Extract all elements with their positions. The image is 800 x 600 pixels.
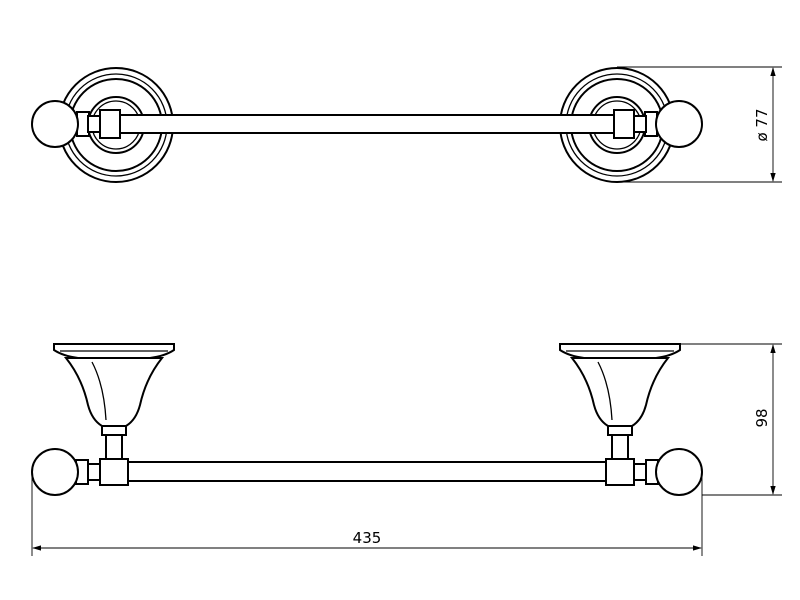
left-bracket [53, 343, 175, 486]
top-view [31, 67, 703, 183]
diameter-label: ø 77 [753, 108, 771, 141]
length-dimension: 435 [31, 473, 703, 556]
front-view [31, 343, 703, 496]
top-towel-bar [119, 114, 615, 134]
diameter-dimension: ø 77 [617, 66, 782, 183]
front-left-knob [31, 448, 101, 496]
length-label: 435 [353, 529, 382, 547]
front-right-knob [633, 448, 703, 496]
left-end-knob [31, 100, 121, 148]
height-label: 98 [753, 408, 771, 427]
right-end-knob [613, 100, 703, 148]
front-towel-bar [127, 461, 607, 482]
height-dimension: 98 [680, 343, 782, 496]
right-bracket [559, 343, 681, 486]
